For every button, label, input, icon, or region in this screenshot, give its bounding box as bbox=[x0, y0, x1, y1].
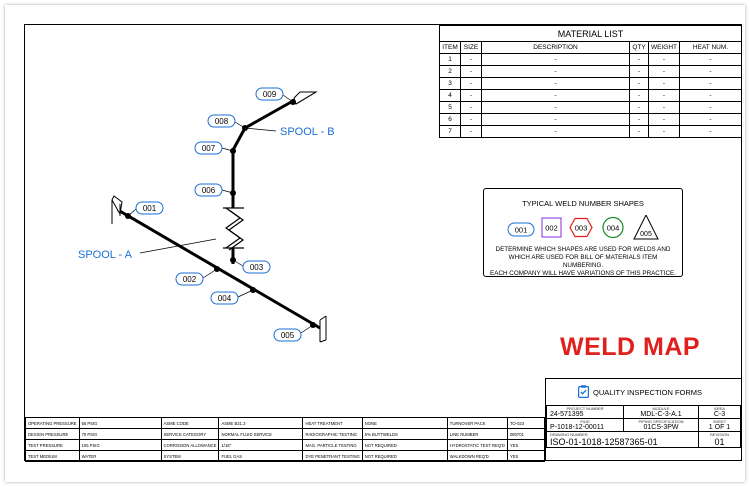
spool-b-elbow bbox=[231, 127, 247, 151]
weld-bubble-005: 005 bbox=[273, 328, 302, 342]
flange-end-c bbox=[319, 315, 327, 343]
table-row: 6----- bbox=[439, 113, 742, 126]
weld-map-title: WELD MAP bbox=[560, 333, 701, 361]
weld-shapes-legend: TYPICAL WELD NUMBER SHAPES 001 002 003 0… bbox=[483, 188, 683, 277]
legend-description: DETERMINE WHICH SHAPES ARE USED FOR WELD… bbox=[490, 246, 676, 277]
svg-text:003: 003 bbox=[575, 224, 588, 233]
svg-text:003: 003 bbox=[250, 263, 264, 272]
svg-text:009: 009 bbox=[263, 90, 277, 99]
weld-bubble-002: 002 bbox=[175, 272, 204, 286]
area: C-3 bbox=[713, 411, 726, 418]
sheet: 1 OF 1 bbox=[708, 424, 731, 431]
svg-text:004: 004 bbox=[607, 224, 620, 233]
svg-text:002: 002 bbox=[545, 224, 558, 233]
shape-circle: 004 bbox=[602, 216, 624, 239]
table-row: 3----- bbox=[439, 77, 742, 90]
shape-square: 002 bbox=[541, 217, 562, 238]
table-row: 1----- bbox=[439, 53, 742, 66]
material-list-title: MATERIAL LIST bbox=[439, 25, 742, 42]
leader-lines bbox=[127, 94, 314, 334]
svg-text:005: 005 bbox=[281, 331, 295, 340]
table-row: 7----- bbox=[439, 125, 742, 138]
piping-spec: 01CS-3PW bbox=[643, 424, 679, 431]
svg-text:005: 005 bbox=[640, 231, 652, 238]
weld-bubble-004: 004 bbox=[210, 291, 239, 305]
svg-text:007: 007 bbox=[202, 144, 216, 153]
svg-text:006: 006 bbox=[202, 186, 216, 195]
spool-b-label: SPOOL - B bbox=[280, 126, 335, 138]
weld-bubble-008: 008 bbox=[207, 114, 236, 128]
valve-symbol bbox=[223, 207, 245, 251]
pid-number: P-1018-12-00011 bbox=[550, 424, 604, 431]
project-number: 24-571395 bbox=[550, 411, 584, 418]
weld-bubble-009: 009 bbox=[255, 87, 284, 101]
svg-text:004: 004 bbox=[218, 294, 232, 303]
material-list-table: MATERIAL LIST ITEM SIZE DESCRIPTION QTY … bbox=[439, 25, 742, 138]
module: MDL-C-3-A.1 bbox=[640, 411, 682, 418]
drawing-number: ISO-01-1018-12587365-01 bbox=[550, 437, 658, 447]
col-header-size: SIZE bbox=[460, 41, 482, 54]
flange-end-b bbox=[293, 91, 318, 105]
weld-bubble-001: 001 bbox=[135, 201, 164, 215]
svg-text:002: 002 bbox=[183, 275, 197, 284]
col-header-item: ITEM bbox=[439, 41, 461, 54]
company-name: QUALITY INSPECTION FORMS bbox=[593, 388, 703, 397]
col-header-description: DESCRIPTION bbox=[481, 41, 630, 54]
table-row: 5----- bbox=[439, 101, 742, 114]
shape-triangle: 005 bbox=[633, 215, 659, 240]
shape-hexagon: 003 bbox=[569, 217, 593, 238]
col-header-weight: WEIGHT bbox=[648, 41, 680, 54]
legend-shapes: 001 002 003 004 005 bbox=[507, 215, 659, 240]
col-header-qty: QTY bbox=[629, 41, 649, 54]
svg-text:001: 001 bbox=[515, 226, 528, 235]
spool-a-label: SPOOL - A bbox=[78, 249, 133, 261]
clipboard-check-icon bbox=[578, 385, 589, 398]
svg-text:008: 008 bbox=[215, 117, 229, 126]
flange-end-a bbox=[111, 195, 123, 224]
company-header: QUALITY INSPECTION FORMS bbox=[546, 379, 741, 406]
table-row: 2----- bbox=[439, 65, 742, 78]
weld-bubble-007: 007 bbox=[194, 141, 223, 155]
legend-title: TYPICAL WELD NUMBER SHAPES bbox=[522, 199, 644, 208]
revision: 01 bbox=[714, 437, 725, 447]
svg-text:001: 001 bbox=[143, 204, 157, 213]
col-header-heat-num: HEAT NUM. bbox=[679, 41, 742, 54]
weld-bubble-006: 006 bbox=[194, 183, 223, 197]
shape-oval: 001 bbox=[507, 222, 535, 237]
weld-bubble-003: 003 bbox=[242, 260, 271, 274]
table-row: 4----- bbox=[439, 89, 742, 102]
